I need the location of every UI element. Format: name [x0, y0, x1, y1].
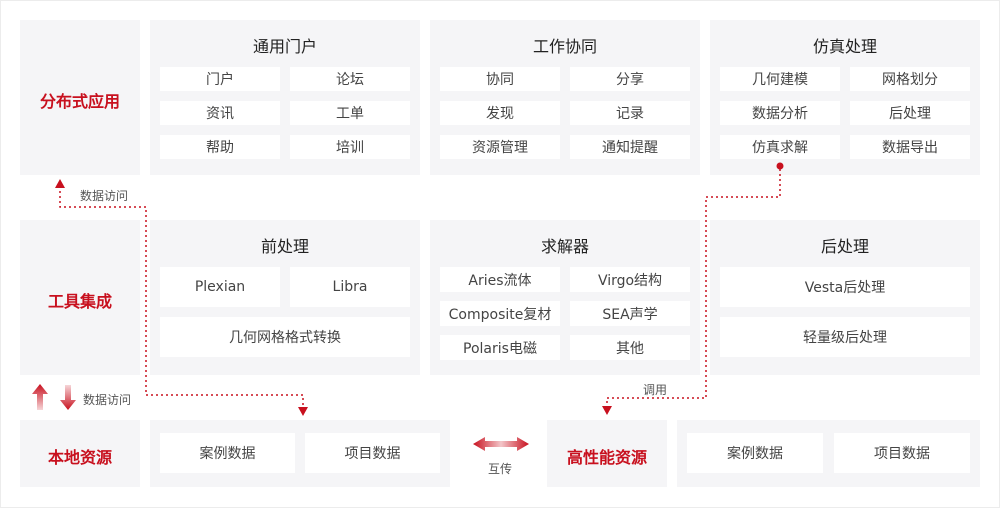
solver-item: Composite复材 [440, 301, 560, 326]
sim-item: 仿真求解 [720, 135, 840, 159]
sim-item: 数据分析 [720, 101, 840, 125]
pre-item: 几何网格格式转换 [160, 317, 410, 357]
portal-item: 论坛 [290, 67, 410, 91]
collab-item: 记录 [570, 101, 690, 125]
pre-item: Libra [290, 267, 410, 307]
portal-title: 通用门户 [252, 37, 317, 56]
portal-item: 资讯 [160, 101, 280, 125]
arrow-up-icon [55, 179, 65, 188]
pre-title: 前处理 [260, 237, 309, 256]
post-item: 轻量级后处理 [720, 317, 970, 357]
sim-item: 几何建模 [720, 67, 840, 91]
hpc-case-data: 案例数据 [687, 433, 823, 473]
collab-item: 资源管理 [440, 135, 560, 159]
collab-item: 通知提醒 [570, 135, 690, 159]
solver-item: Aries流体 [440, 267, 560, 292]
hpc-project-data: 项目数据 [834, 433, 970, 473]
local-case-data: 案例数据 [160, 433, 295, 473]
origin-dot-icon [776, 162, 784, 170]
local-panel [20, 420, 140, 487]
data-access-label-top: 数据访问 [80, 189, 129, 203]
distributed-label: 分布式应用 [39, 92, 120, 111]
portal-item: 门户 [160, 67, 280, 91]
portal-item: 工单 [290, 101, 410, 125]
mutual-transfer-label: 互传 [488, 462, 513, 476]
portal-item: 培训 [290, 135, 410, 159]
arrow-down-icon [298, 407, 308, 416]
arrow-down-icon [602, 406, 612, 415]
solver-item: SEA声学 [570, 301, 690, 326]
portal-item: 帮助 [160, 135, 280, 159]
hpc-panel [547, 420, 667, 487]
solver-title: 求解器 [540, 237, 589, 256]
post-item: Vesta后处理 [720, 267, 970, 307]
collab-item: 协同 [440, 67, 560, 91]
bidirectional-arrow-icon [473, 437, 529, 451]
solver-item: Virgo结构 [570, 267, 690, 292]
collab-item: 发现 [440, 101, 560, 125]
gradient-down-arrow-icon [60, 385, 76, 410]
hpc-label: 高性能资源 [566, 448, 647, 467]
local-project-data: 项目数据 [305, 433, 440, 473]
sim-item: 数据导出 [850, 135, 970, 159]
call-line [606, 169, 781, 406]
post-title: 后处理 [820, 237, 869, 256]
collab-title: 工作协同 [532, 37, 597, 56]
sim-item: 后处理 [850, 101, 970, 125]
solver-item: 其他 [570, 335, 690, 360]
solver-item: Polaris电磁 [440, 335, 560, 360]
pre-item: Plexian [160, 267, 280, 307]
distributed-panel [20, 20, 140, 175]
data-access-line-left [59, 186, 304, 408]
collab-item: 分享 [570, 67, 690, 91]
local-label: 本地资源 [47, 448, 112, 467]
call-label: 调用 [643, 383, 668, 397]
data-access-label-bottom: 数据访问 [83, 393, 132, 407]
sim-title: 仿真处理 [812, 37, 877, 56]
gradient-up-arrow-icon [32, 384, 48, 410]
sim-item: 网格划分 [850, 67, 970, 91]
tools-panel [20, 220, 140, 375]
tools-label: 工具集成 [47, 292, 112, 311]
